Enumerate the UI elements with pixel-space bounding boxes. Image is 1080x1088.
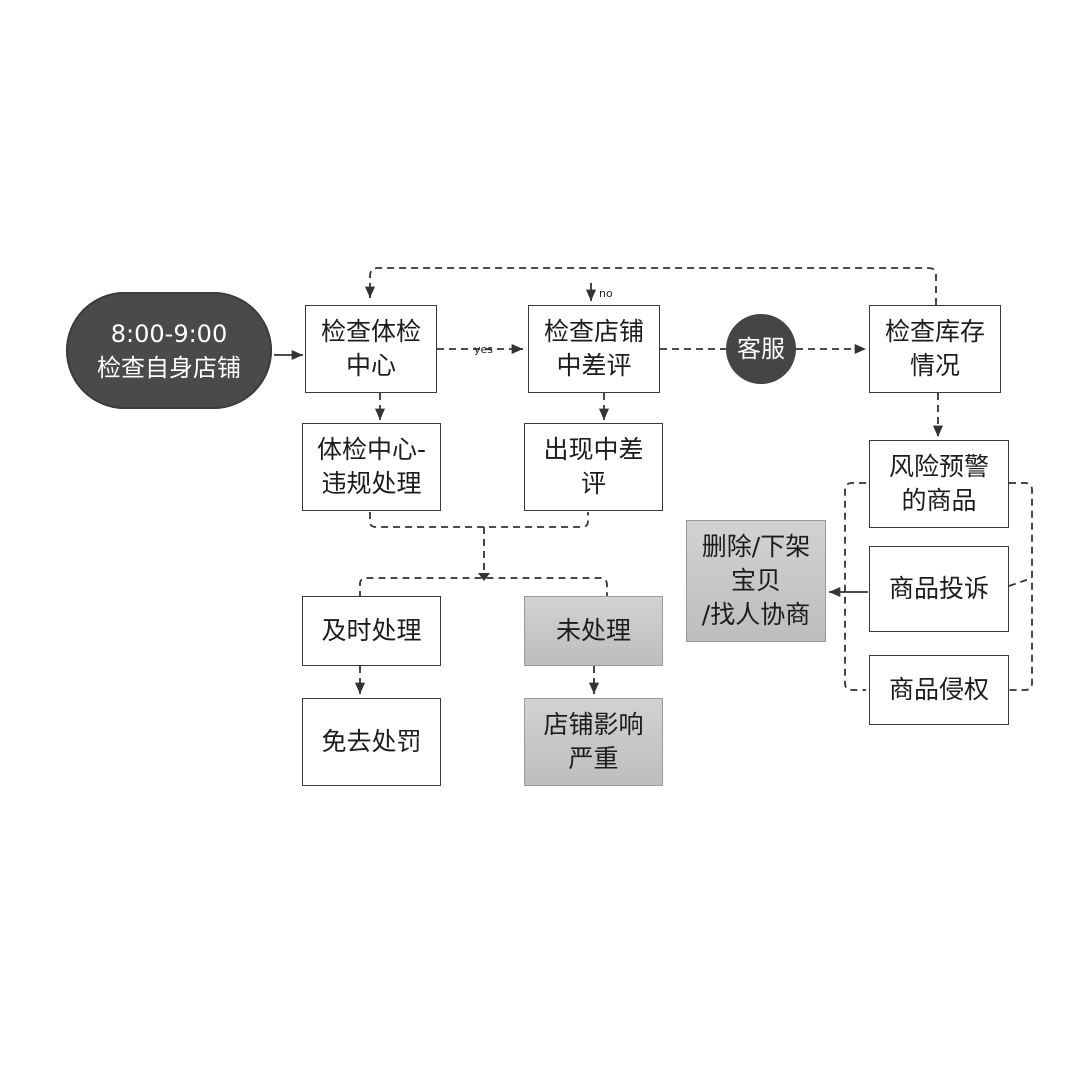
left-group-bracket bbox=[844, 482, 866, 691]
node-delete-or-negotiate: 删除/下架 宝贝 /找人协商 bbox=[686, 520, 826, 642]
no-label: no bbox=[599, 287, 613, 300]
node-store-impact: 店铺影响 严重 bbox=[524, 698, 663, 786]
node-not-handled: 未处理 bbox=[524, 596, 663, 666]
node-check-inventory: 检查库存 情况 bbox=[869, 305, 1001, 393]
node-product-infringement: 商品侵权 bbox=[869, 655, 1009, 725]
right-bracket-tick bbox=[1008, 577, 1033, 587]
node-bad-review-appears: 出现中差 评 bbox=[524, 423, 663, 511]
node-no-penalty: 免去处罚 bbox=[302, 698, 441, 786]
node-health-violation: 体检中心- 违规处理 bbox=[302, 423, 441, 511]
node-customer-service: 客服 bbox=[726, 314, 796, 384]
node-check-reviews: 检查店铺 中差评 bbox=[528, 305, 660, 393]
node-product-complaint: 商品投诉 bbox=[869, 546, 1009, 632]
node-handled-timely: 及时处理 bbox=[302, 596, 441, 666]
right-group-bracket bbox=[1009, 482, 1033, 691]
merge-bracket bbox=[369, 512, 589, 528]
loop-inventory-to-health bbox=[364, 267, 937, 305]
node-risk-warning-goods: 风险预警 的商品 bbox=[869, 440, 1009, 528]
node-check-health-center: 检查体检 中心 bbox=[305, 305, 437, 393]
merge-arrow-tip bbox=[478, 573, 490, 581]
split-bracket bbox=[359, 577, 608, 598]
node-start: 8:00-9:00 检查自身店铺 bbox=[66, 292, 272, 409]
yes-label: yes bbox=[474, 343, 494, 356]
